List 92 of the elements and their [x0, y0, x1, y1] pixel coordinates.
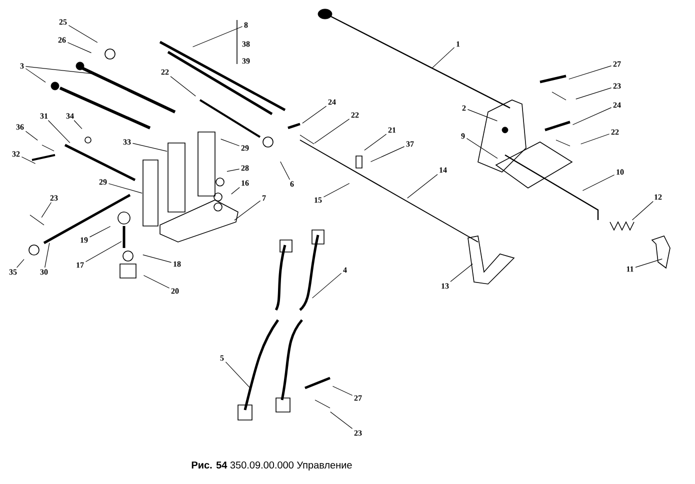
- leader-line: [580, 134, 610, 144]
- leader-line: [225, 362, 250, 388]
- leader-line: [302, 106, 327, 124]
- leader-line: [48, 120, 70, 144]
- callout-number: 25: [59, 19, 67, 25]
- callout-number: 1: [456, 41, 460, 47]
- leader-line: [312, 272, 342, 298]
- callout-number: 17: [76, 262, 84, 268]
- callout-number: 27: [613, 61, 621, 67]
- callout-number: 24: [613, 102, 621, 108]
- leader-line: [407, 174, 438, 198]
- callout-number: 20: [171, 288, 179, 294]
- leader-line: [314, 118, 350, 144]
- callout-number: 12: [654, 194, 662, 200]
- leader-line: [44, 242, 50, 268]
- leader-line: [25, 68, 46, 83]
- callout-number: 26: [58, 37, 66, 43]
- callout-number: 15: [314, 197, 322, 203]
- callout-number: 4: [343, 267, 347, 273]
- leader-line: [467, 109, 498, 122]
- leader-line: [67, 42, 92, 54]
- callout-number: 18: [174, 261, 181, 267]
- callout-number: 39: [242, 58, 250, 64]
- callout-number: 19: [80, 237, 88, 243]
- leader-line: [21, 156, 36, 164]
- leader-line: [332, 386, 353, 396]
- callout-number: 16: [242, 180, 249, 186]
- leader-line: [450, 264, 473, 282]
- leader-line: [41, 202, 52, 218]
- callout-number: 7: [262, 195, 266, 201]
- callout-number: 11: [626, 266, 634, 272]
- leader-line: [370, 146, 405, 162]
- callout-number: 23: [354, 430, 362, 436]
- leader-line: [25, 130, 38, 140]
- callout-number: 23: [613, 83, 621, 89]
- leader-line: [143, 275, 170, 288]
- leader-line: [85, 241, 122, 262]
- callout-number: 21: [388, 127, 396, 133]
- callout-number: 24: [328, 99, 336, 105]
- callout-number: 13: [442, 283, 449, 289]
- callout-number: 3: [20, 63, 24, 69]
- leader-line: [68, 25, 98, 43]
- callout-number: 31: [40, 113, 48, 119]
- callout-number: 23: [50, 195, 58, 201]
- callout-number: 38: [242, 41, 250, 47]
- leader-line: [89, 226, 111, 238]
- callout-number: 14: [440, 167, 447, 173]
- callout-number: 29: [241, 145, 249, 151]
- leader-line: [432, 47, 455, 68]
- leader-line: [74, 120, 82, 130]
- leader-line: [192, 26, 243, 48]
- leader-line: [231, 187, 240, 194]
- leader-line: [582, 174, 615, 191]
- callout-number: 6: [290, 181, 294, 187]
- callout-number: 30: [40, 269, 48, 275]
- leader-line: [16, 258, 24, 268]
- callout-number: 29: [99, 179, 107, 185]
- callout-number: 22: [611, 129, 619, 135]
- leader-line: [568, 66, 612, 80]
- leader-line: [466, 138, 498, 159]
- figure-caption: Рис. 54 350.09.00.000 Управление: [192, 461, 352, 471]
- callout-number: 28: [241, 165, 249, 171]
- leader-line: [142, 254, 172, 263]
- leader-line: [572, 107, 612, 126]
- leader-line: [220, 138, 240, 146]
- callout-number: 22: [161, 69, 169, 75]
- callout-number: 36: [16, 124, 24, 130]
- leader-line: [635, 258, 662, 268]
- leader-line: [323, 183, 350, 198]
- leader-line: [170, 76, 196, 96]
- leader-line: [234, 200, 261, 220]
- leader-line: [132, 143, 168, 152]
- callout-number: 37: [406, 141, 414, 147]
- callout-number: 10: [616, 169, 624, 175]
- callout-number: 2: [462, 105, 466, 111]
- leader-line: [108, 183, 142, 194]
- callout-number: 27: [354, 395, 362, 401]
- leader-line: [226, 168, 240, 172]
- callout-number: 35: [9, 269, 17, 275]
- callout-number: 33: [123, 139, 131, 145]
- leader-line: [364, 134, 387, 151]
- leader-line: [25, 66, 92, 74]
- callout-number: 34: [66, 113, 74, 119]
- callout-number: 9: [461, 133, 465, 139]
- leader-line: [280, 161, 290, 180]
- leader-line: [632, 201, 654, 220]
- callout-number: 8: [244, 22, 248, 28]
- leader-line: [330, 412, 353, 429]
- leader-line: [576, 88, 612, 100]
- callout-number: 32: [12, 151, 20, 157]
- callout-number: 22: [351, 112, 359, 118]
- callout-number: 5: [220, 355, 224, 361]
